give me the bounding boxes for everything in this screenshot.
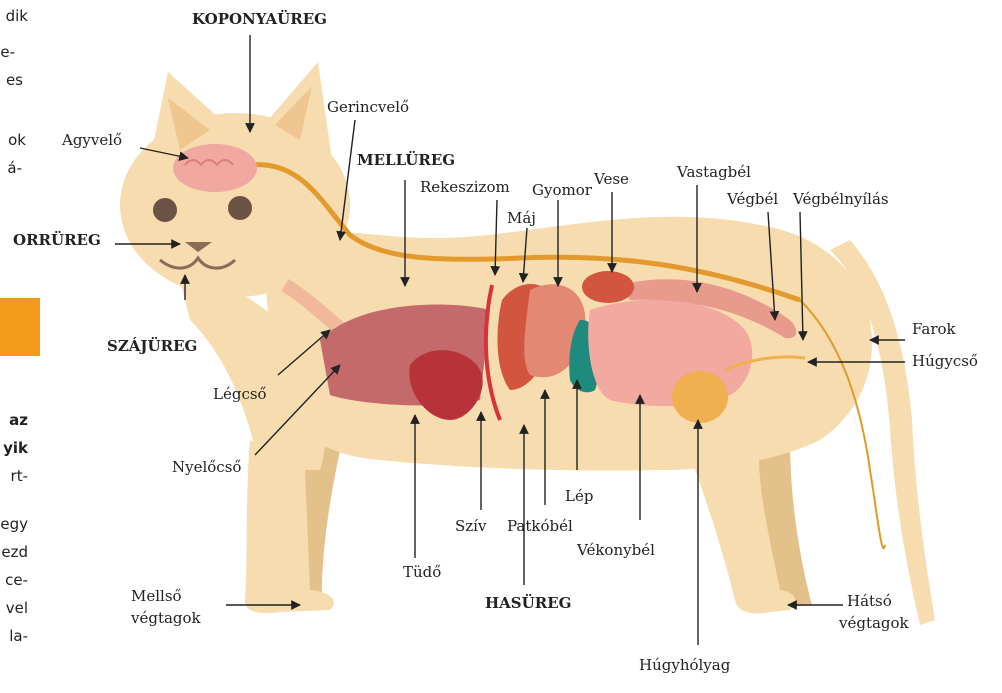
label-spinal-cord: Gerincvelő	[327, 98, 409, 116]
label-oral-cavity: SZÁJÜREG	[107, 337, 197, 355]
label-hindlimbs-2: végtagok	[839, 614, 909, 632]
label-rectum: Végbél	[727, 190, 778, 208]
kidney	[582, 271, 634, 303]
label-esophagus: Nyelőcső	[172, 458, 241, 476]
label-tail: Farok	[912, 320, 956, 338]
label-bladder: Húgyhólyag	[639, 656, 730, 674]
label-spleen: Lép	[565, 487, 593, 505]
label-diaphragm: Rekeszizom	[420, 178, 510, 196]
label-thoracic-cavity: MELLÜREG	[357, 151, 455, 169]
label-nasal-cavity: ORRÜREG	[13, 231, 101, 249]
label-abdominal-cavity: HASÜREG	[485, 594, 571, 612]
label-forelimbs-2: végtagok	[131, 609, 201, 627]
label-hindlimbs-1: Hátsó	[847, 592, 892, 610]
label-urethra: Húgycső	[912, 352, 978, 370]
label-small-intestine: Vékonybél	[577, 541, 655, 559]
label-anus: Végbélnyílás	[793, 190, 889, 208]
label-stomach: Gyomor	[532, 181, 592, 199]
label-brain: Agyvelő	[62, 131, 122, 149]
brain	[173, 144, 257, 192]
label-colon: Vastagbél	[677, 163, 751, 181]
label-skull-cavity: KOPONYAÜREG	[192, 10, 327, 28]
label-forelimbs-1: Mellső	[131, 587, 182, 605]
bladder	[672, 371, 728, 423]
label-heart: Szív	[455, 517, 486, 535]
label-lung: Tüdő	[403, 563, 441, 581]
label-kidney: Vese	[594, 170, 629, 188]
label-liver: Máj	[507, 209, 536, 227]
eye-left	[153, 198, 177, 222]
label-duodenum: Patkóbél	[507, 517, 573, 535]
eye-right	[228, 196, 252, 220]
label-trachea: Légcső	[213, 385, 267, 403]
